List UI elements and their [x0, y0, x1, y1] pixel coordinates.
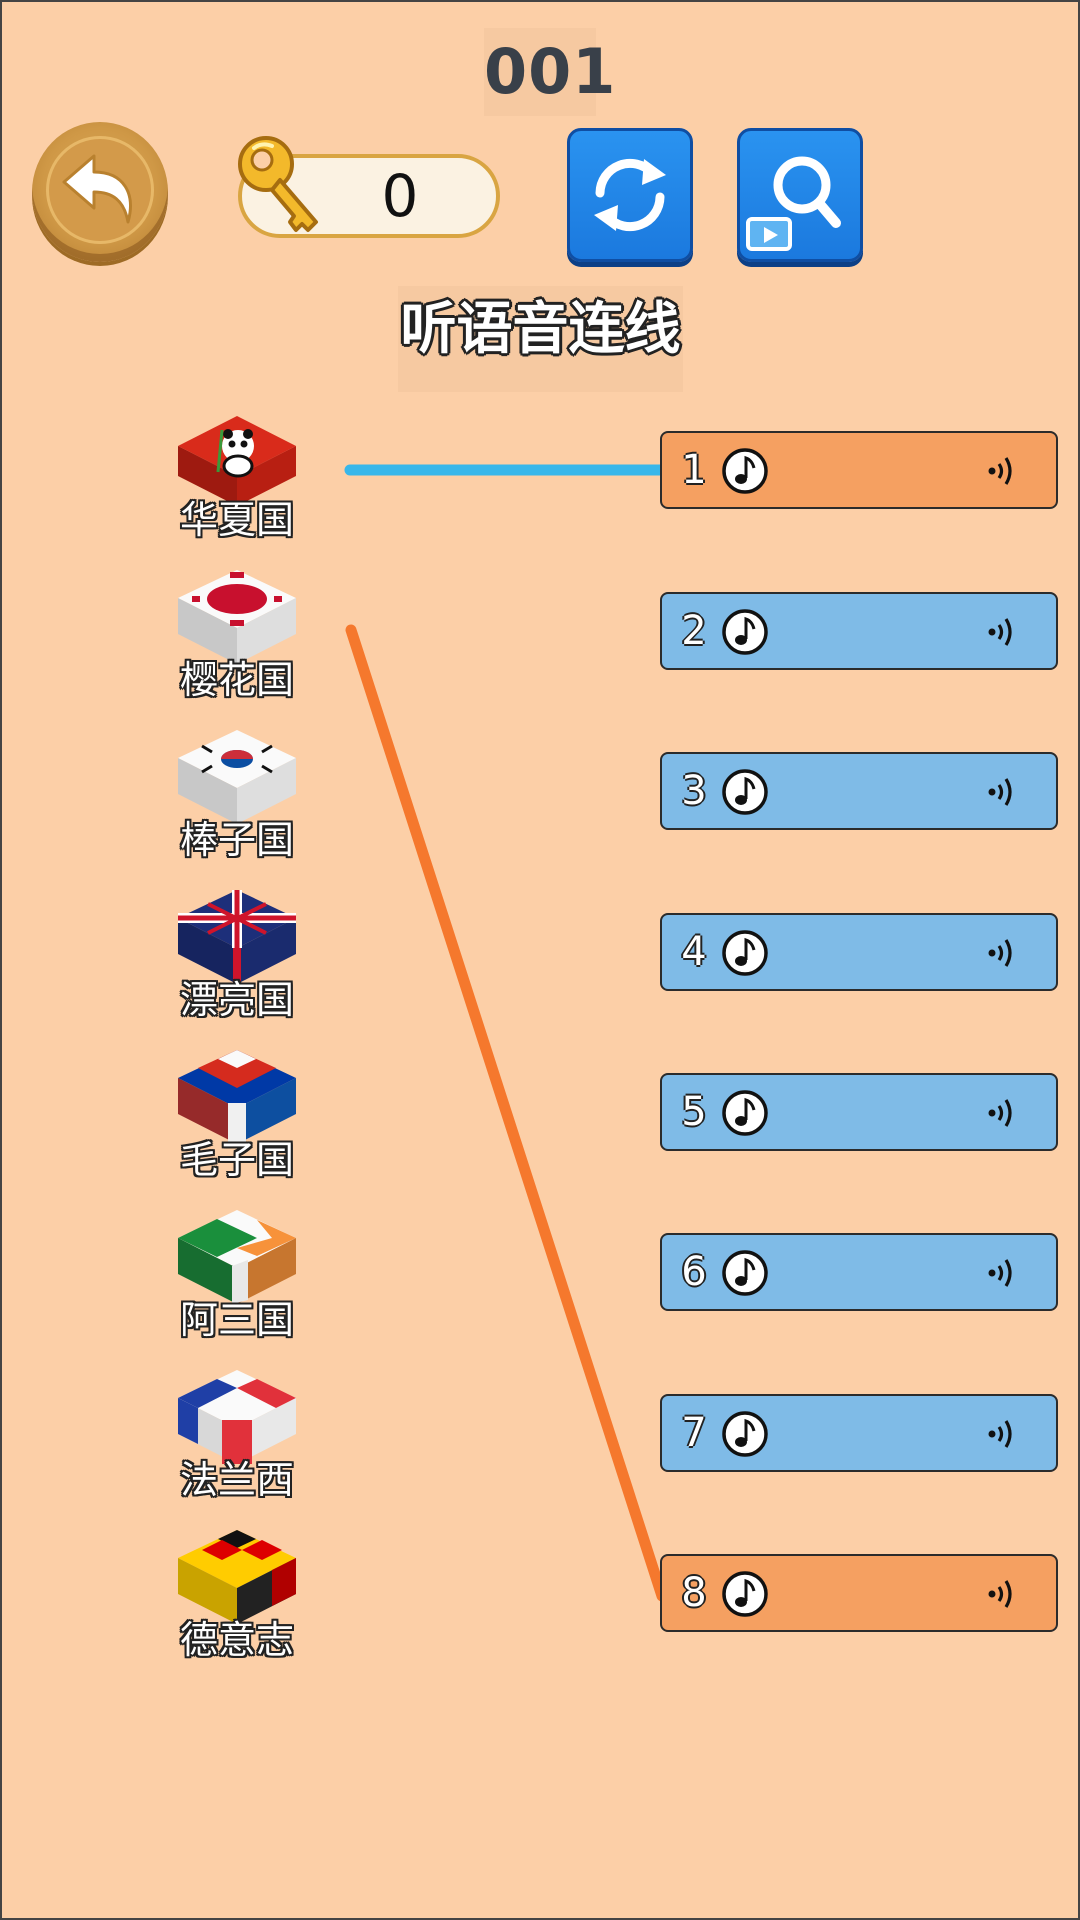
- music-note-icon: [722, 1571, 768, 1617]
- audio-option-button[interactable]: 7: [660, 1394, 1058, 1472]
- country-label: 德意志: [179, 1618, 294, 1662]
- uk-flag-cube-icon: [178, 890, 296, 984]
- audio-option-number: 3: [681, 768, 707, 814]
- instruction-text: 听语音连线: [398, 286, 683, 392]
- country-label: 棒子国: [179, 818, 294, 862]
- music-note-icon: [722, 448, 768, 494]
- speaker-icon[interactable]: [982, 614, 1022, 650]
- key-icon: [238, 136, 318, 232]
- country-label: 法兰西: [179, 1458, 294, 1502]
- country-item[interactable]: 法兰西: [172, 1368, 302, 1518]
- magnifier-icon: [746, 156, 841, 251]
- country-item[interactable]: 阿三国: [172, 1208, 302, 1358]
- refresh-icon: [594, 158, 666, 232]
- country-label: 阿三国: [179, 1298, 294, 1342]
- country-label: 华夏国: [179, 498, 294, 542]
- speaker-icon[interactable]: [982, 1416, 1022, 1452]
- ireland-flag-cube-icon: [178, 1210, 296, 1304]
- audio-option-number: 6: [681, 1249, 707, 1295]
- level-number: 001: [484, 28, 615, 116]
- music-note-icon: [722, 1250, 768, 1296]
- key-count: 0: [381, 162, 419, 230]
- music-note-icon: [722, 1411, 768, 1457]
- japan-flag-cube-icon: [178, 570, 296, 664]
- country-item[interactable]: 德意志: [172, 1528, 302, 1678]
- music-note-icon: [722, 930, 768, 976]
- country-label: 樱花国: [179, 658, 294, 702]
- speaker-icon[interactable]: [982, 774, 1022, 810]
- back-button[interactable]: [32, 122, 168, 262]
- speaker-icon[interactable]: [982, 1255, 1022, 1291]
- connection-line-orange: [345, 624, 668, 1602]
- speaker-icon[interactable]: [982, 1095, 1022, 1131]
- audio-option-button[interactable]: 1: [660, 431, 1058, 509]
- germany-flag-cube-icon: [178, 1530, 296, 1624]
- music-note-icon: [722, 1090, 768, 1136]
- audio-option-number: 5: [681, 1089, 707, 1135]
- speaker-icon[interactable]: [982, 935, 1022, 971]
- audio-option-button[interactable]: 3: [660, 752, 1058, 830]
- hint-search-button[interactable]: [737, 128, 863, 262]
- korea-flag-cube-icon: [178, 730, 296, 824]
- speaker-icon[interactable]: [982, 453, 1022, 489]
- france-flag-cube-icon: [178, 1370, 296, 1464]
- china-panda-cube-icon: [178, 416, 296, 506]
- audio-option-button[interactable]: 8: [660, 1554, 1058, 1632]
- country-item[interactable]: 毛子国: [172, 1048, 302, 1198]
- country-label: 漂亮国: [179, 978, 294, 1022]
- audio-option-number: 1: [681, 447, 707, 493]
- music-note-icon: [722, 769, 768, 815]
- speaker-icon[interactable]: [982, 1576, 1022, 1612]
- music-note-icon: [722, 609, 768, 655]
- audio-option-button[interactable]: 2: [660, 592, 1058, 670]
- audio-option-number: 4: [681, 929, 707, 975]
- audio-option-button[interactable]: 4: [660, 913, 1058, 991]
- refresh-button[interactable]: [567, 128, 693, 262]
- country-item[interactable]: 棒子国: [172, 728, 302, 878]
- audio-option-button[interactable]: 6: [660, 1233, 1058, 1311]
- audio-option-number: 7: [681, 1410, 707, 1456]
- country-item[interactable]: 漂亮国: [172, 888, 302, 1038]
- russia-flag-cube-icon: [178, 1050, 296, 1144]
- back-arrow-icon: [62, 154, 132, 224]
- audio-option-number: 8: [681, 1570, 707, 1616]
- audio-option-button[interactable]: 5: [660, 1073, 1058, 1151]
- country-item[interactable]: 华夏国: [172, 408, 302, 558]
- country-label: 毛子国: [179, 1138, 294, 1182]
- country-item[interactable]: 樱花国: [172, 568, 302, 718]
- audio-option-number: 2: [681, 608, 707, 654]
